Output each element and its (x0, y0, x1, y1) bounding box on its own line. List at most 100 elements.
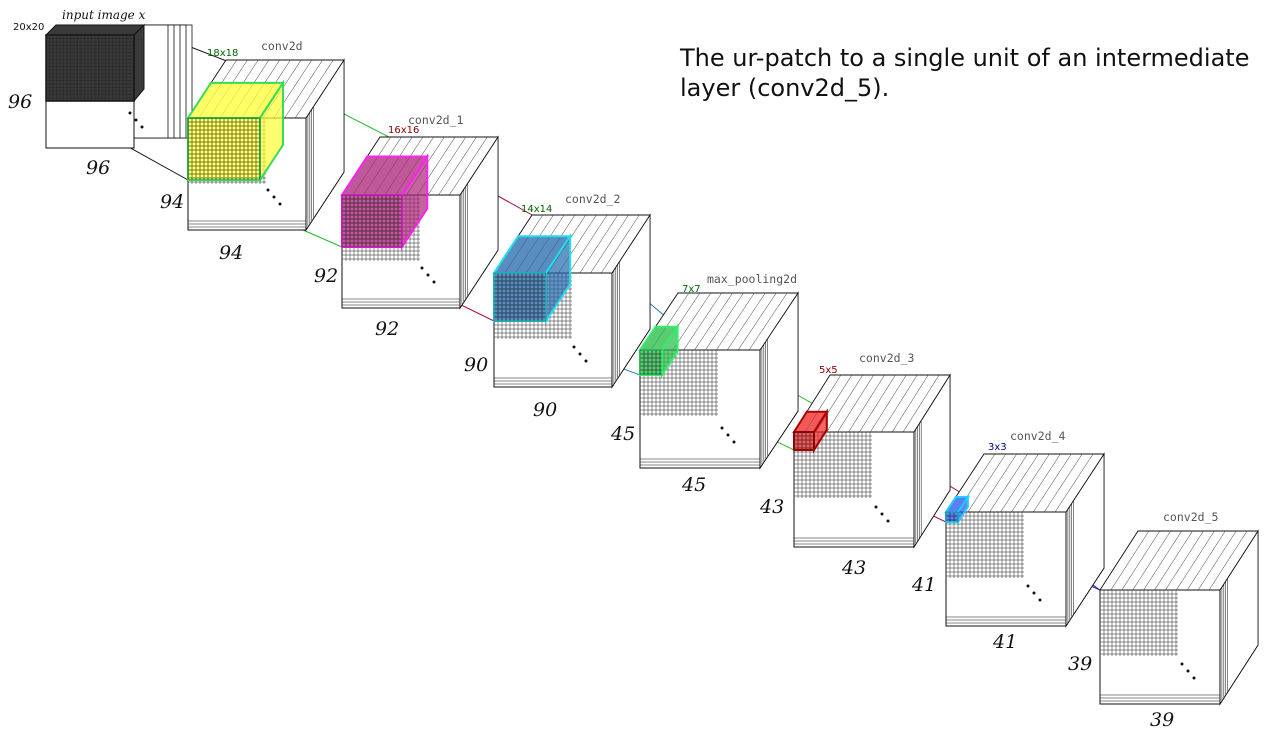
layer-conv2d_4-ellipsis-dot (1032, 591, 1036, 595)
layer-conv2d_4-top-hatch (978, 453, 1017, 513)
layer-conv2d_3-height-label: 43 (759, 496, 784, 518)
layer-conv2d_5-top-hatch (1176, 530, 1215, 591)
layer-conv2d_1-ellipsis-dot (426, 273, 430, 277)
layer-conv2d_2-top-hatch (579, 214, 619, 274)
layer-conv2d-top-hatch (295, 59, 334, 119)
layer-blocks: input image x 20x20 96 96 18x18 conv2d 94 94 16x… (8, 8, 1259, 731)
layer-conv2d_3-patch (793, 431, 815, 451)
input-ellipsis-dot (128, 111, 132, 115)
caption-line-1: The ur-patch to a single unit of an inte… (679, 44, 1249, 72)
input-title: input image x (62, 8, 146, 22)
layer-conv2d_4-top-hatch (967, 453, 1007, 513)
layer-conv2d_2-top-hatch (590, 214, 629, 274)
input-patch-size: 20x20 (13, 22, 44, 33)
layer-conv2d-top-hatch (284, 59, 323, 119)
layer-conv2d_4-patch (945, 511, 959, 523)
layer-conv2d-name: conv2d (261, 39, 303, 53)
layer-conv2d_3-top-hatch (902, 374, 940, 433)
layer-conv2d_5-top-hatch (1165, 530, 1204, 591)
layer-max_pooling2d-ellipsis-dot (732, 440, 736, 444)
layer-conv2d_1-height-label: 92 (314, 265, 338, 287)
layer-conv2d_3-top-hatch (859, 374, 896, 433)
layer-conv2d_2-ellipsis-dot (578, 352, 582, 356)
layer-conv2d_1-name: conv2d_1 (408, 113, 463, 127)
layer-conv2d_4-ellipsis-dot (1026, 584, 1030, 588)
layer-conv2d_5-top-hatch (1143, 530, 1182, 591)
layer-conv2d_1-width-label: 92 (375, 318, 399, 340)
layer-max_pooling2d-top-hatch (694, 292, 733, 351)
layer-conv2d_4-width-label: 41 (992, 631, 1017, 653)
layer-max_pooling2d-top-hatch (705, 292, 744, 351)
layer-conv2d_3-name: conv2d_3 (859, 351, 914, 365)
layer-conv2d-height-label: 94 (160, 191, 184, 213)
layer-conv2d_5-name: conv2d_5 (1163, 510, 1218, 524)
layer-max_pooling2d-name: max_pooling2d (707, 272, 797, 286)
layer-conv2d_1-ellipsis-dot (432, 280, 436, 284)
layer-conv2d_3-ellipsis-dot (886, 519, 890, 523)
layer-conv2d_3-top-hatch (870, 374, 907, 433)
input-height-label: 96 (8, 91, 32, 113)
layer-conv2d-ellipsis-dot (278, 202, 282, 206)
layer-conv2d_5-top-hatch (1132, 530, 1171, 591)
caption-line-2: layer (conv2d_5). (680, 74, 889, 102)
layer-conv2d_4-height-label: 41 (911, 574, 936, 596)
layer-max_pooling2d-ellipsis-dot (726, 433, 730, 437)
layer-conv2d_4-top-hatch (1043, 453, 1083, 513)
layer-conv2d_1-patch-label: 16x16 (388, 125, 419, 136)
layer-conv2d_3-width-label: 43 (841, 557, 866, 579)
layer-conv2d-ellipsis-dot (272, 195, 276, 199)
layer-max_pooling2d-height-label: 45 (610, 423, 635, 445)
layer-block-conv2d: 18x18 conv2d 94 94 (160, 39, 345, 264)
layer-conv2d-ellipsis-dot (266, 188, 270, 192)
layer-conv2d_1-top-hatch (438, 136, 477, 196)
layer-conv2d_2-top-hatch (568, 214, 608, 274)
layer-conv2d_3-top-hatch (891, 374, 929, 433)
layer-conv2d_3-top-hatch (826, 374, 863, 433)
layer-conv2d_2-ellipsis-dot (584, 359, 588, 363)
input-width-label: 96 (86, 157, 110, 179)
layer-conv2d_4-top-hatch (1022, 453, 1061, 513)
layer-max_pooling2d-top-hatch (748, 292, 788, 351)
layer-conv2d_4-top-hatch (989, 453, 1028, 513)
layer-conv2d_1-top-hatch (449, 136, 488, 196)
layer-conv2d_2-height-label: 90 (464, 354, 488, 376)
layer-max_pooling2d-top-hatch (716, 292, 755, 351)
layer-conv2d_4-top-hatch (1033, 453, 1072, 513)
layer-conv2d-patch-label: 18x18 (207, 48, 238, 59)
layer-conv2d_2-name: conv2d_2 (565, 192, 620, 206)
layer-max_pooling2d-top-hatch (727, 292, 766, 351)
layer-conv2d_3-top-hatch (881, 374, 918, 433)
layer-conv2d_5-width-label: 39 (1150, 709, 1174, 731)
layer-max_pooling2d-top-hatch (672, 292, 711, 351)
caption: The ur-patch to a single unit of an inte… (679, 44, 1249, 102)
layer-conv2d_1-ellipsis-dot (420, 266, 424, 270)
layer-max_pooling2d-top-hatch (683, 292, 722, 351)
layer-conv2d_2-top-hatch (601, 214, 640, 274)
layer-conv2d_5-top-hatch (1187, 530, 1226, 591)
layer-conv2d_2-width-label: 90 (533, 399, 557, 421)
layer-conv2d_4-top-hatch (1011, 453, 1050, 513)
layer-conv2d_4-patch-label: 3x3 (988, 442, 1007, 453)
layer-max_pooling2d-top-hatch (737, 292, 777, 351)
layer-conv2d_4-name: conv2d_4 (1010, 429, 1065, 443)
layer-max_pooling2d-width-label: 45 (681, 474, 706, 496)
layer-conv2d_5-ellipsis-dot (1180, 662, 1184, 666)
layer-conv2d_3-top-hatch (848, 374, 885, 433)
layer-conv2d_3-ellipsis-dot (880, 512, 884, 516)
input-patch-top (44, 24, 146, 36)
layer-conv2d_4-ellipsis-dot (1038, 598, 1042, 602)
layer-conv2d-width-label: 94 (219, 242, 243, 264)
layer-conv2d_5-ellipsis-dot (1186, 669, 1190, 673)
layer-conv2d_5-height-label: 39 (1068, 653, 1092, 675)
layer-conv2d_3-patch-label: 5x5 (819, 365, 838, 376)
input-patch-side (133, 23, 145, 103)
layer-conv2d_4-top-hatch (1054, 453, 1094, 513)
layer-conv2d_4-top-hatch (1000, 453, 1039, 513)
input-image-block: input image x 20x20 96 96 (8, 8, 193, 179)
layer-conv2d_3-top-hatch (837, 374, 874, 433)
